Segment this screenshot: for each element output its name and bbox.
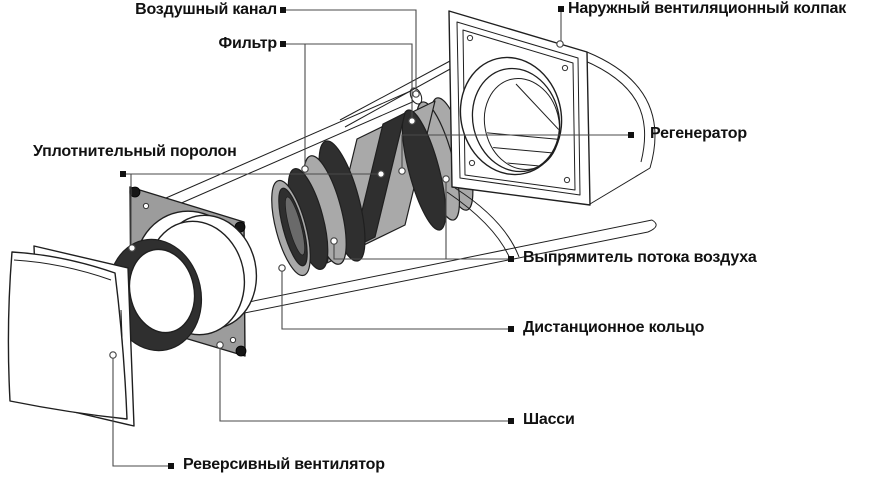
label-filter: Фильтр: [218, 35, 278, 52]
label-air-duct: Воздушный канал: [135, 1, 277, 18]
label-regenerator: Регенератор: [650, 125, 747, 142]
hood-under-curves: [446, 187, 520, 262]
label-sealing-foam: Уплотнительный поролон: [33, 143, 237, 160]
cartridge-stack: [271, 97, 474, 277]
outer-hood: [448, 10, 656, 206]
foam-band: [352, 112, 406, 249]
label-distance-ring: Дистанционное кольцо: [523, 319, 705, 336]
label-flow-straightener: Выпрямитель потока воздуха: [523, 249, 757, 266]
filter-far-ring: [401, 109, 447, 231]
label-reversible-fan: Реверсивный вентилятор: [183, 456, 385, 473]
reversible-fan: [7, 245, 135, 427]
sealing-foam-ring: [107, 214, 258, 352]
label-chassis: Шасси: [523, 411, 575, 428]
leader-lines: [109, 6, 634, 469]
hood-duct-opening: [459, 56, 563, 176]
fan-front-panel: [7, 251, 128, 420]
label-outer-hood: Наружный вентиляционный колпак: [568, 0, 847, 17]
